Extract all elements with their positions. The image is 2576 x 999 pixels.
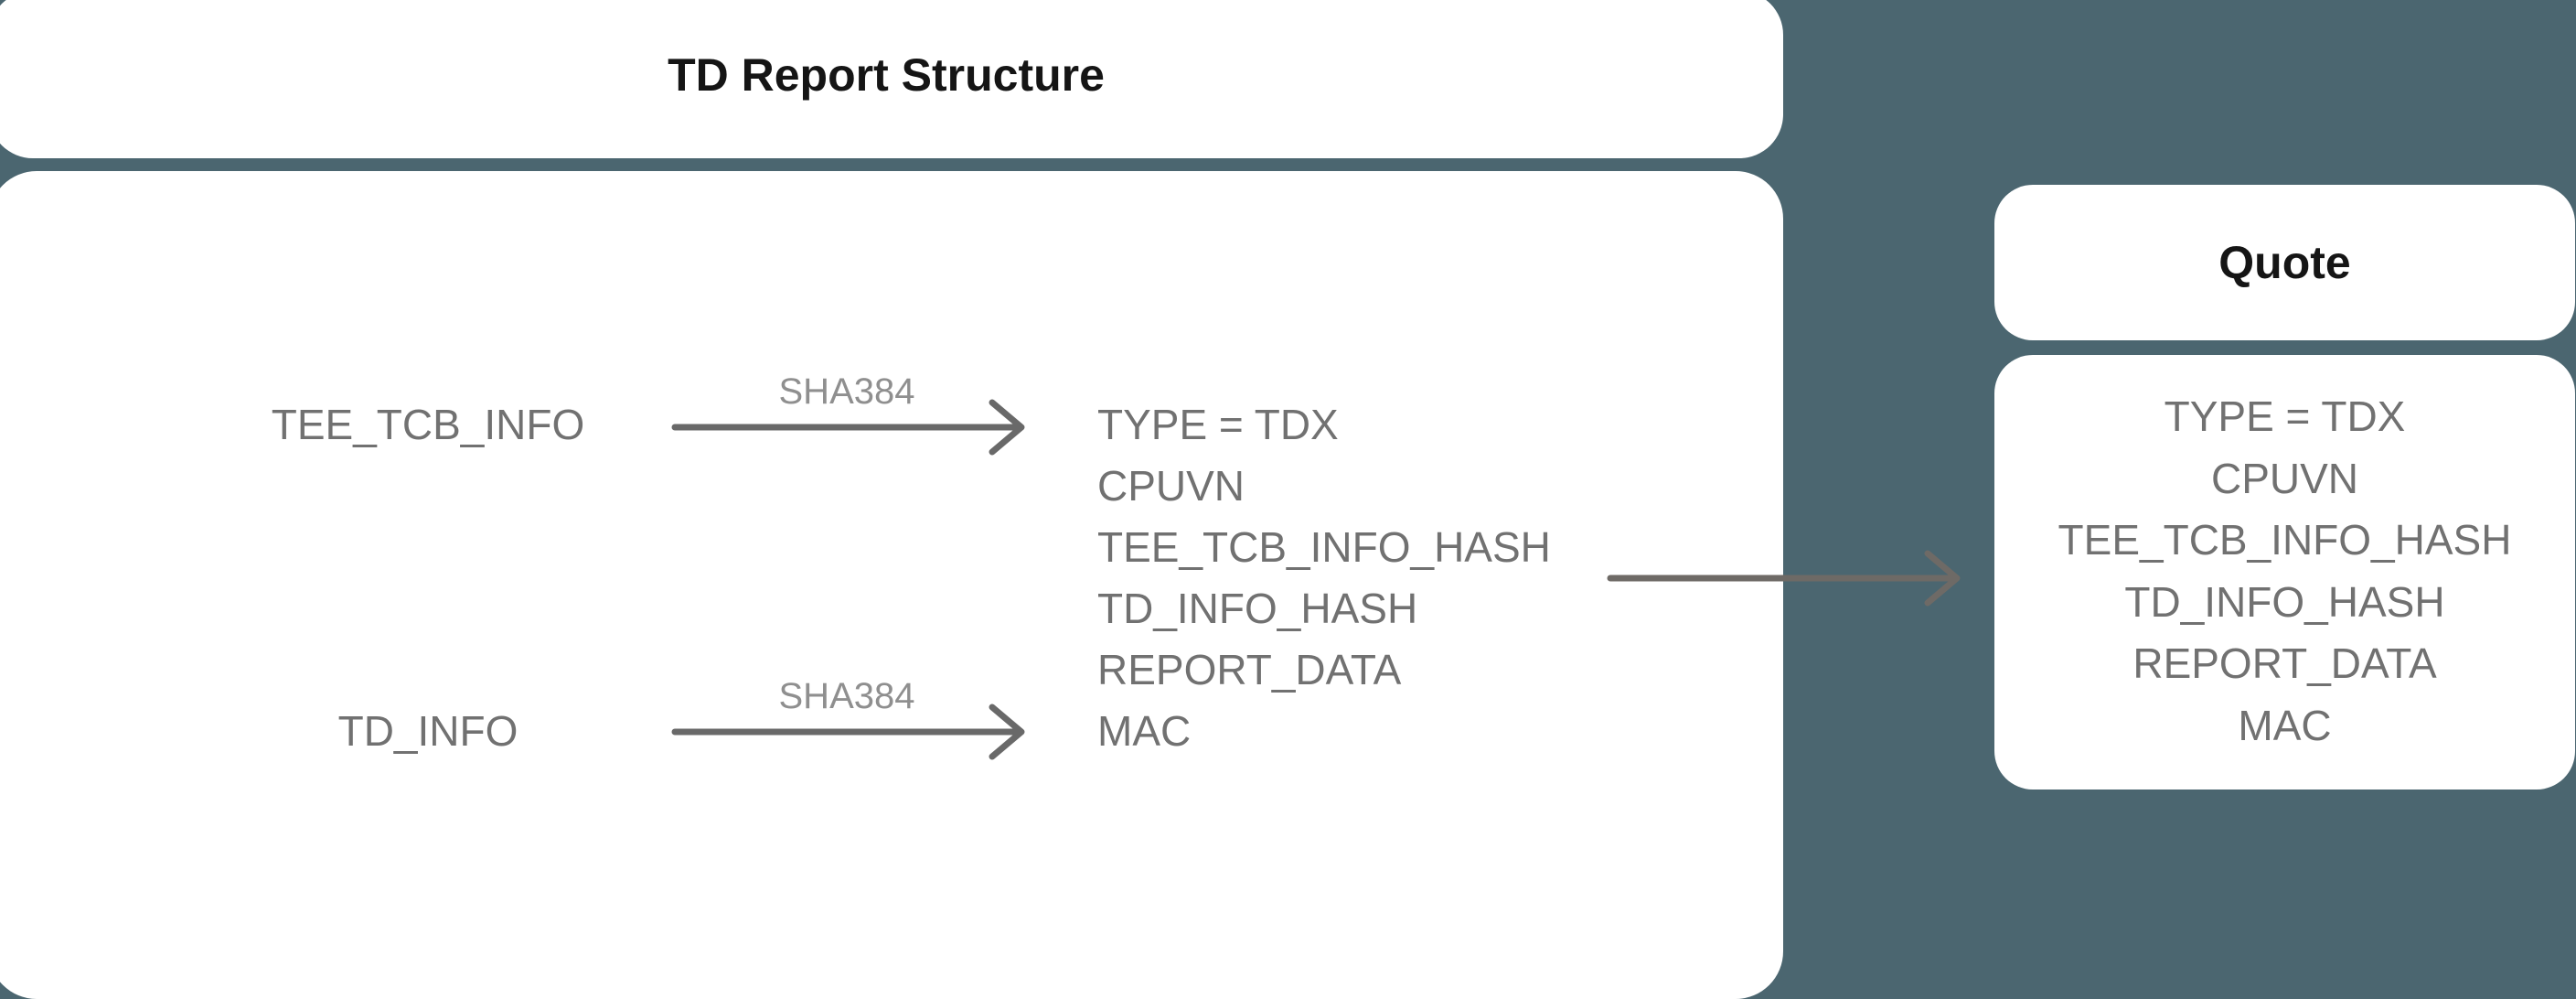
td-report-field: TEE_TCB_INFO_HASH — [1097, 523, 1551, 571]
report-to-quote-arrow-icon — [1607, 550, 1961, 607]
td-report-title-panel: TD Report Structure — [0, 0, 1783, 158]
td-report-field: MAC — [1097, 707, 1192, 755]
quote-field: MAC — [2238, 701, 2332, 749]
quote-title-panel: Quote — [1994, 185, 2575, 340]
sha384-arrow-top-icon — [671, 399, 1025, 456]
sha384-label-bottom: SHA384 — [778, 676, 915, 716]
quote-field: CPUVN — [2210, 454, 2359, 502]
td-report-title: TD Report Structure — [668, 48, 1105, 101]
td-report-field: TD_INFO_HASH — [1097, 585, 1418, 632]
td-report-field: TYPE = TDX — [1097, 401, 1339, 448]
td-info-label: TD_INFO — [337, 707, 518, 755]
td-report-field: CPUVN — [1097, 462, 1245, 510]
quote-body-panel — [1994, 355, 2575, 790]
quote-field-list: TYPE = TDX CPUVN TEE_TCB_INFO_HASH TD_INFO_… — [1994, 386, 2575, 757]
td-report-field-list: TYPE = TDX CPUVN TEE_TCB_INFO_HASH TD_INFO_… — [1097, 394, 1551, 762]
td-report-field: REPORT_DATA — [1097, 646, 1402, 693]
sha384-arrow-bottom-icon — [671, 704, 1025, 760]
quote-title: Quote — [2218, 237, 2351, 288]
quote-field: TD_INFO_HASH — [2124, 577, 2445, 626]
quote-field: TYPE = TDX — [2164, 392, 2406, 440]
sha384-label-top: SHA384 — [778, 371, 915, 412]
tee-tcb-info-label: TEE_TCB_INFO — [271, 401, 585, 448]
quote-field: REPORT_DATA — [2132, 639, 2437, 687]
quote-field: TEE_TCB_INFO_HASH — [2058, 516, 2512, 564]
td-report-body-panel — [0, 171, 1783, 999]
